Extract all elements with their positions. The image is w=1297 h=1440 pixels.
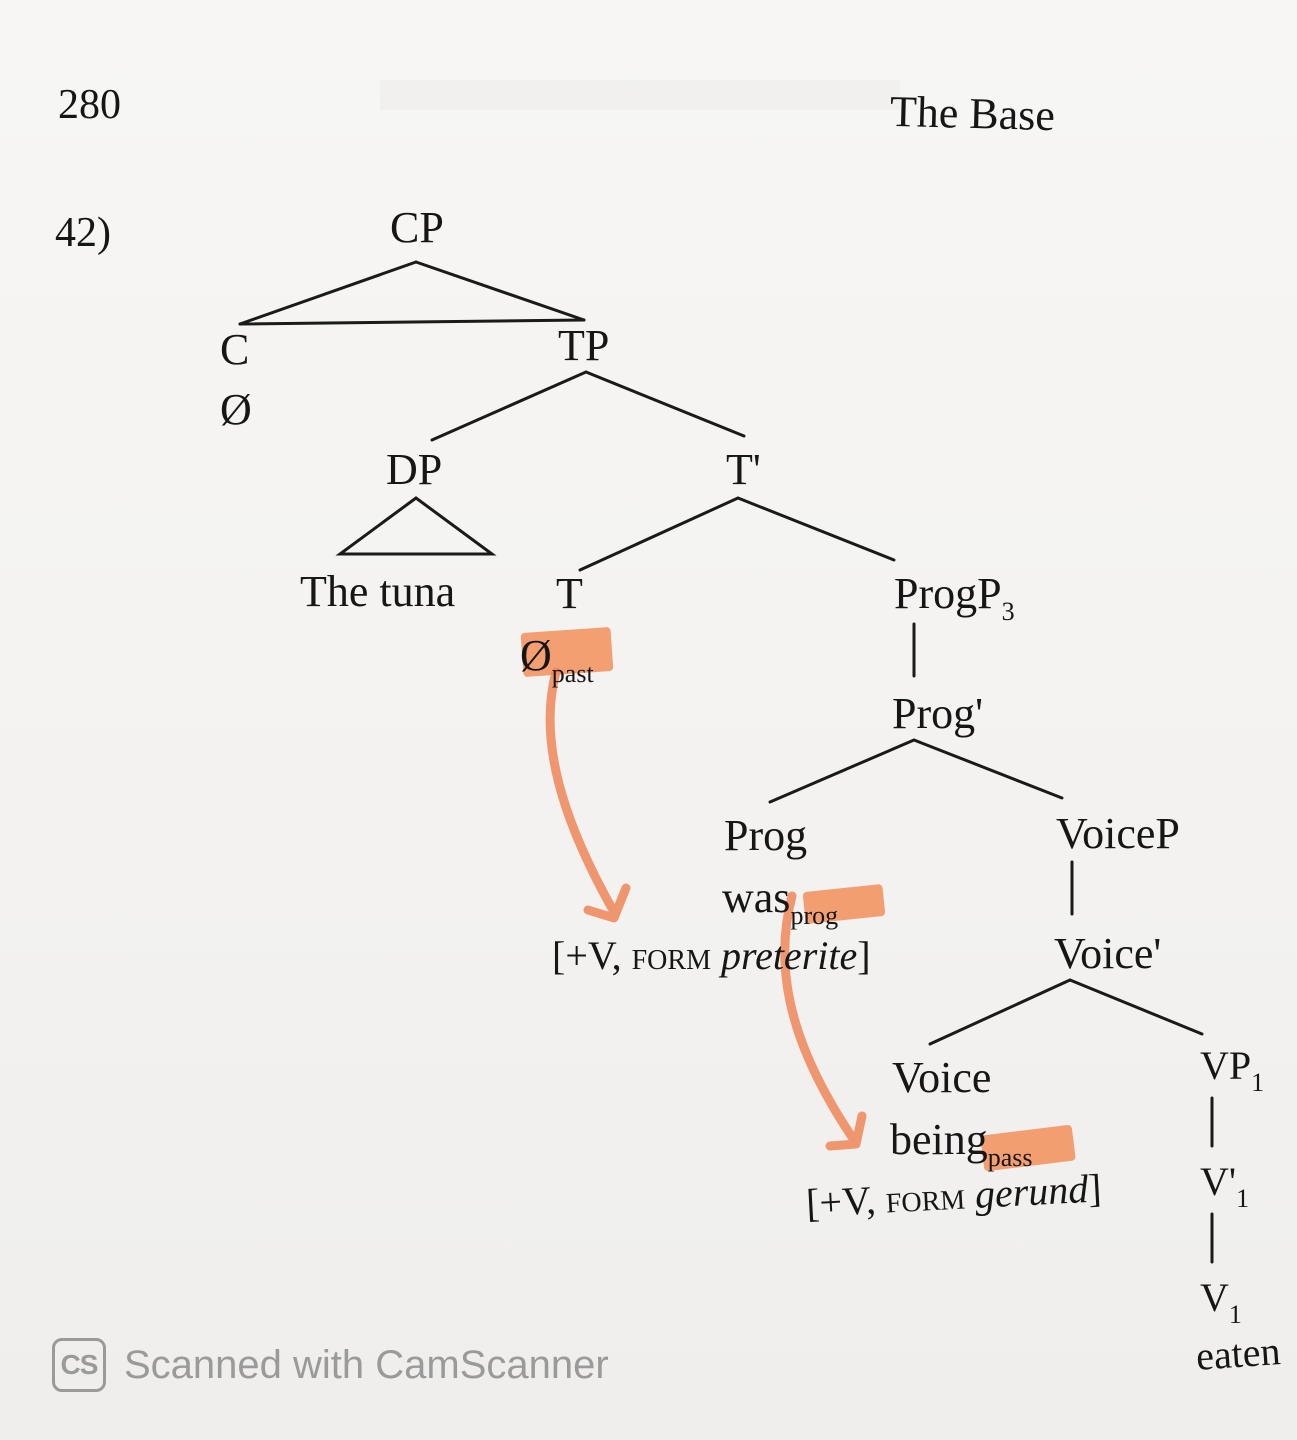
camscanner-logo-icon: CS: [52, 1338, 106, 1392]
node-voicep: VoiceP: [1056, 809, 1180, 858]
branch-voicebar-vp: [1068, 978, 1204, 1036]
node-prog-features: [+V, form preterite]: [552, 933, 871, 978]
branch-cp-c: [238, 260, 418, 326]
branch-tp-dp: [430, 370, 588, 442]
node-cp: CP: [390, 203, 444, 252]
node-v1-bar: V'1: [1200, 1159, 1250, 1213]
node-voice-bar: Voice': [1054, 929, 1162, 978]
arrow-tense-head: [583, 883, 631, 923]
branch-progbar-prog: [768, 738, 916, 804]
node-vp1: VP1: [1200, 1043, 1265, 1097]
branch-progbar-voicep: [912, 738, 1064, 800]
node-tp: TP: [558, 321, 610, 370]
node-voice-word: beingpass: [890, 1115, 1033, 1172]
node-t: T: [556, 569, 583, 618]
node-t-bar: T': [726, 445, 761, 494]
node-prog-word: wasprog: [722, 873, 839, 930]
node-prog-bar: Prog': [892, 689, 984, 738]
example-label: 42): [55, 210, 111, 256]
node-prog: Prog: [724, 811, 808, 860]
watermark-text: Scanned with CamScanner: [124, 1342, 609, 1387]
arrow-prog-head: [825, 1111, 867, 1151]
node-progp: ProgP3: [894, 569, 1015, 626]
node-dp: DP: [386, 445, 443, 494]
node-v1: V1: [1200, 1275, 1242, 1329]
arrow-tense-to-prog: [545, 667, 619, 917]
branch-tbar-t: [578, 496, 740, 572]
branch-voicebar-voice: [928, 978, 1072, 1046]
page-number: 280: [58, 82, 121, 128]
node-v1-word: eaten: [1194, 1328, 1282, 1379]
branch-c-tp-triangle-base: [238, 318, 586, 326]
branch-cp-tp: [414, 260, 586, 322]
dp-triangle: [335, 496, 497, 556]
node-voice: Voice: [892, 1053, 992, 1102]
node-dp-words: The tuna: [300, 567, 456, 616]
branch-tp-tbar: [584, 370, 746, 438]
node-t-null: Øpast: [520, 631, 594, 688]
node-c: C: [220, 325, 250, 374]
node-c-null: Ø: [220, 385, 252, 434]
camscanner-watermark: CS Scanned with CamScanner: [52, 1336, 609, 1394]
arrow-prog-to-voice: [780, 891, 859, 1145]
branch-tbar-progp: [736, 496, 896, 562]
